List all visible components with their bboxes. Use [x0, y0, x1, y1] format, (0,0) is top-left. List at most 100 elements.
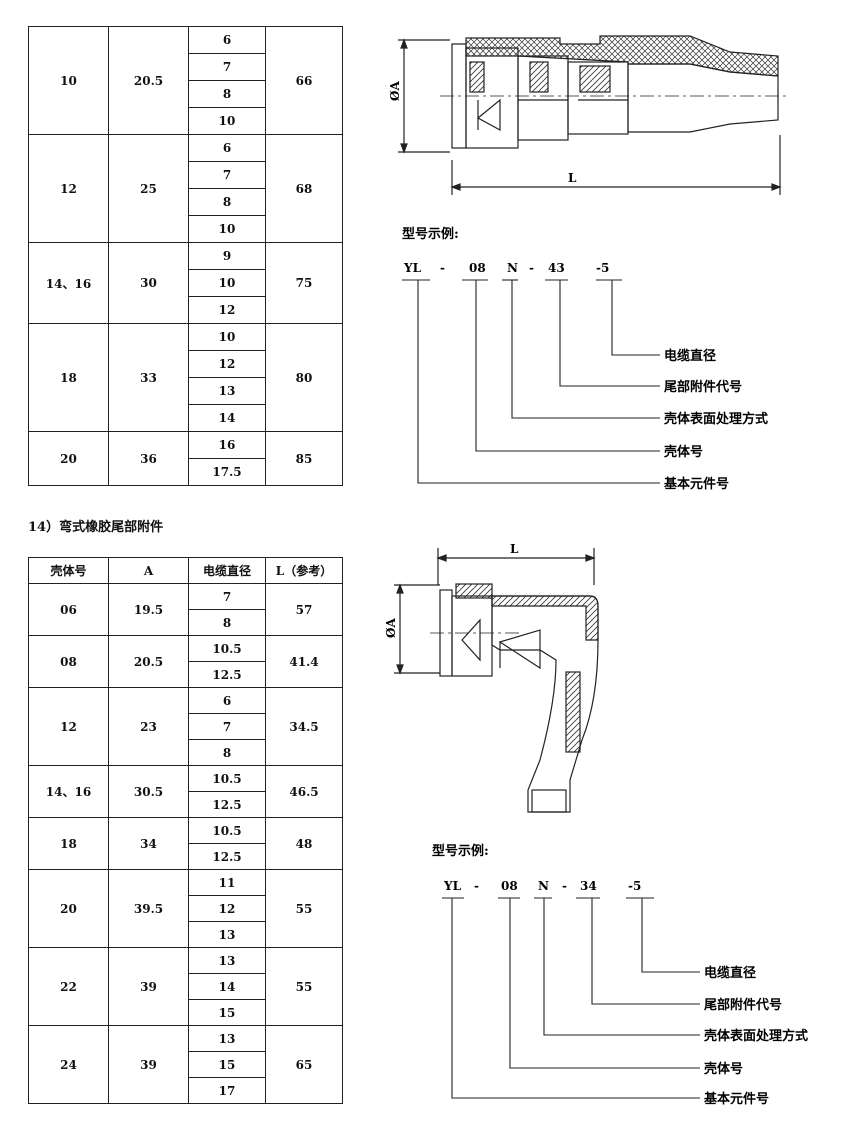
- table-row: 10: [29, 107, 343, 135]
- cable-diameter-cell: 13: [188, 921, 266, 948]
- dimension-a-cell: 30.5: [108, 765, 189, 818]
- table-row: 8: [29, 739, 343, 766]
- cable-diameter-cell: 10.5: [188, 817, 266, 844]
- model-code-2: YL - 08 N - 34 -5: [443, 879, 641, 893]
- shell-size-cell: 18: [28, 323, 109, 432]
- dimension-a-cell: 23: [108, 687, 189, 766]
- code-dash-1a: -: [440, 261, 445, 275]
- table-row: 17.5: [29, 458, 343, 486]
- cable-diameter-cell: 12: [188, 895, 266, 922]
- dimension-a-cell: 20.5: [108, 635, 189, 688]
- code-part-tail-1: 43: [548, 261, 565, 275]
- table-row: 17: [29, 1077, 343, 1104]
- table-row: 13: [29, 377, 343, 405]
- shell-size-cell: 20: [28, 869, 109, 948]
- table-row: 13: [29, 921, 343, 948]
- table-row: 8: [29, 609, 343, 636]
- cable-diameter-cell: 17.5: [188, 458, 266, 486]
- dim-a-label-2: ØA: [384, 618, 398, 638]
- legend-finish-1: 壳体表面处理方式: [663, 411, 768, 427]
- code-dash-1b: -: [529, 261, 534, 275]
- cable-diameter-cell: 7: [188, 161, 266, 189]
- cable-diameter-cell: 6: [188, 687, 266, 714]
- table-row: 10: [29, 269, 343, 297]
- cable-diameter-cell: 14: [188, 404, 266, 432]
- cable-diameter-cell: 14: [188, 973, 266, 1000]
- table-row: 12.5: [29, 661, 343, 688]
- shell-size-cell: 08: [28, 635, 109, 688]
- dim-a-label-1: ØA: [388, 81, 402, 101]
- table-row: 7: [29, 53, 343, 81]
- legend-tail-1: 尾部附件代号: [664, 379, 742, 395]
- cable-diameter-cell: 17: [188, 1077, 266, 1104]
- length-l-cell: 80: [265, 323, 343, 432]
- dimension-a-cell: 30: [108, 242, 189, 324]
- table-row: 10: [29, 215, 343, 243]
- example-title-1: 型号示例:: [402, 226, 459, 242]
- code-part-series-1: YL: [403, 261, 422, 275]
- shell-size-cell: 14、16: [28, 765, 109, 818]
- example-title-2: 型号示例:: [432, 843, 489, 859]
- code-part-shell-1: 08: [469, 261, 486, 275]
- table-row: 12: [29, 895, 343, 922]
- table-header-row: 壳体号 A 电缆直径 L（参考）: [28, 557, 343, 584]
- cable-diameter-cell: 7: [188, 53, 266, 81]
- code-part-finish-2: N: [538, 879, 549, 893]
- code-part-cable-1: -5: [596, 261, 609, 275]
- cable-diameter-cell: 12.5: [188, 791, 266, 818]
- leader-lines-2: [442, 897, 700, 1099]
- angled-accessory-drawing: [394, 548, 599, 813]
- header-shell: 壳体号: [28, 557, 109, 584]
- code-dash-2a: -: [474, 879, 479, 893]
- code-part-finish-1: N: [507, 261, 518, 275]
- length-l-cell: 68: [265, 134, 343, 243]
- code-part-shell-2: 08: [501, 879, 518, 893]
- shell-size-cell: 10: [28, 26, 109, 135]
- table-row: 12: [29, 350, 343, 378]
- cable-diameter-cell: 7: [188, 713, 266, 740]
- length-l-cell: 48: [265, 817, 343, 870]
- dim-l-label-2: L: [510, 542, 519, 556]
- cable-diameter-cell: 8: [188, 80, 266, 108]
- legend-cable-1: 电缆直径: [664, 348, 716, 364]
- legend-tail-2: 尾部附件代号: [704, 997, 782, 1013]
- table-row: 12.5: [29, 791, 343, 818]
- code-part-series-2: YL: [443, 879, 462, 893]
- cable-diameter-cell: 10: [188, 215, 266, 243]
- legend-shell-1: 壳体号: [663, 444, 703, 460]
- dimension-a-cell: 36: [108, 431, 189, 486]
- cable-diameter-cell: 10.5: [188, 765, 266, 792]
- cable-diameter-cell: 12: [188, 296, 266, 324]
- legend-base-1: 基本元件号: [663, 476, 729, 492]
- dim-l-label-1: L: [568, 171, 577, 185]
- length-l-cell: 34.5: [265, 687, 343, 766]
- dimension-a-cell: 39.5: [108, 869, 189, 948]
- length-l-cell: 55: [265, 869, 343, 948]
- table-row: 12: [29, 296, 343, 324]
- cable-diameter-cell: 8: [188, 739, 266, 766]
- length-l-cell: 65: [265, 1025, 343, 1104]
- code-dash-2b: -: [562, 879, 567, 893]
- cable-diameter-cell: 12.5: [188, 661, 266, 688]
- shell-size-cell: 06: [28, 583, 109, 636]
- straight-accessory-drawing: [398, 35, 790, 195]
- dimension-a-cell: 33: [108, 323, 189, 432]
- table-row: 7: [29, 161, 343, 189]
- table-row: 14: [29, 973, 343, 1000]
- model-code-1: YL - 08 N - 43 -5: [403, 261, 609, 275]
- table-row: 8: [29, 80, 343, 108]
- table-row: 14: [29, 404, 343, 432]
- legend-finish-2: 壳体表面处理方式: [703, 1028, 808, 1044]
- length-l-cell: 75: [265, 242, 343, 324]
